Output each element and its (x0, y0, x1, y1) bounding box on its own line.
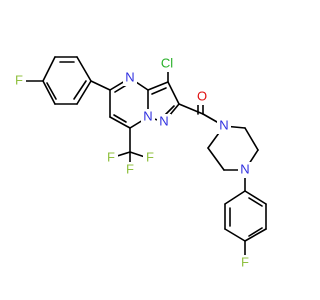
oxygen-label: O (197, 88, 207, 103)
mask-cl (157, 56, 178, 72)
bond (244, 228, 267, 242)
nitrogen-label: N (143, 108, 152, 123)
bond (224, 190, 246, 205)
bond (244, 190, 267, 205)
atom-labels: F Cl N O N N N N F F F F (15, 55, 250, 269)
fluorine-label: F (126, 161, 134, 176)
bond (109, 116, 131, 129)
label-masks (12, 56, 252, 271)
bond (248, 197, 263, 207)
mask-n-ring-top (123, 70, 137, 86)
bond (76, 80, 92, 105)
bond (151, 87, 167, 95)
bond-lines (24, 56, 267, 259)
bond (42, 56, 56, 82)
mask-cf3-f-left (104, 150, 118, 166)
bond (178, 103, 204, 115)
nitrogen-label: N (240, 161, 249, 176)
bond (73, 80, 87, 100)
nitrogen-label: N (219, 117, 228, 132)
bond (90, 80, 111, 91)
bond (42, 80, 56, 105)
mask-n-piperazine-bottom (238, 162, 252, 178)
mask-o (195, 89, 209, 105)
chlorine-label: Cl (161, 55, 173, 70)
bond (244, 127, 259, 151)
molecule-canvas: F Cl N O N N N N F F F F (12, 55, 267, 271)
bond (46, 82, 57, 100)
fluorine-label: F (241, 254, 249, 269)
bond (167, 81, 180, 105)
nitrogen-label: N (125, 69, 134, 84)
bond (248, 227, 263, 237)
mask-cf3-f-right (143, 150, 157, 166)
mask-f-top-left (12, 73, 26, 89)
bond (76, 56, 92, 82)
mask-n-piperazine-top (217, 118, 231, 134)
bond (147, 81, 169, 91)
mask-cf3-f-top (123, 162, 137, 178)
bond (113, 114, 127, 123)
fluorine-label: F (107, 149, 115, 164)
mask-n-pyrazole-left (141, 109, 155, 125)
structure-diagram: F Cl N O N N N N F F F F (12, 55, 267, 271)
fluorine-label: F (15, 72, 23, 87)
bond (207, 147, 225, 171)
nitrogen-label: N (159, 113, 168, 128)
bond (129, 151, 146, 158)
mask-f-bottom-right (238, 255, 252, 271)
mask-n-pyrazole-right (157, 114, 171, 130)
fluorine-label: F (146, 149, 154, 164)
bond (224, 228, 246, 242)
